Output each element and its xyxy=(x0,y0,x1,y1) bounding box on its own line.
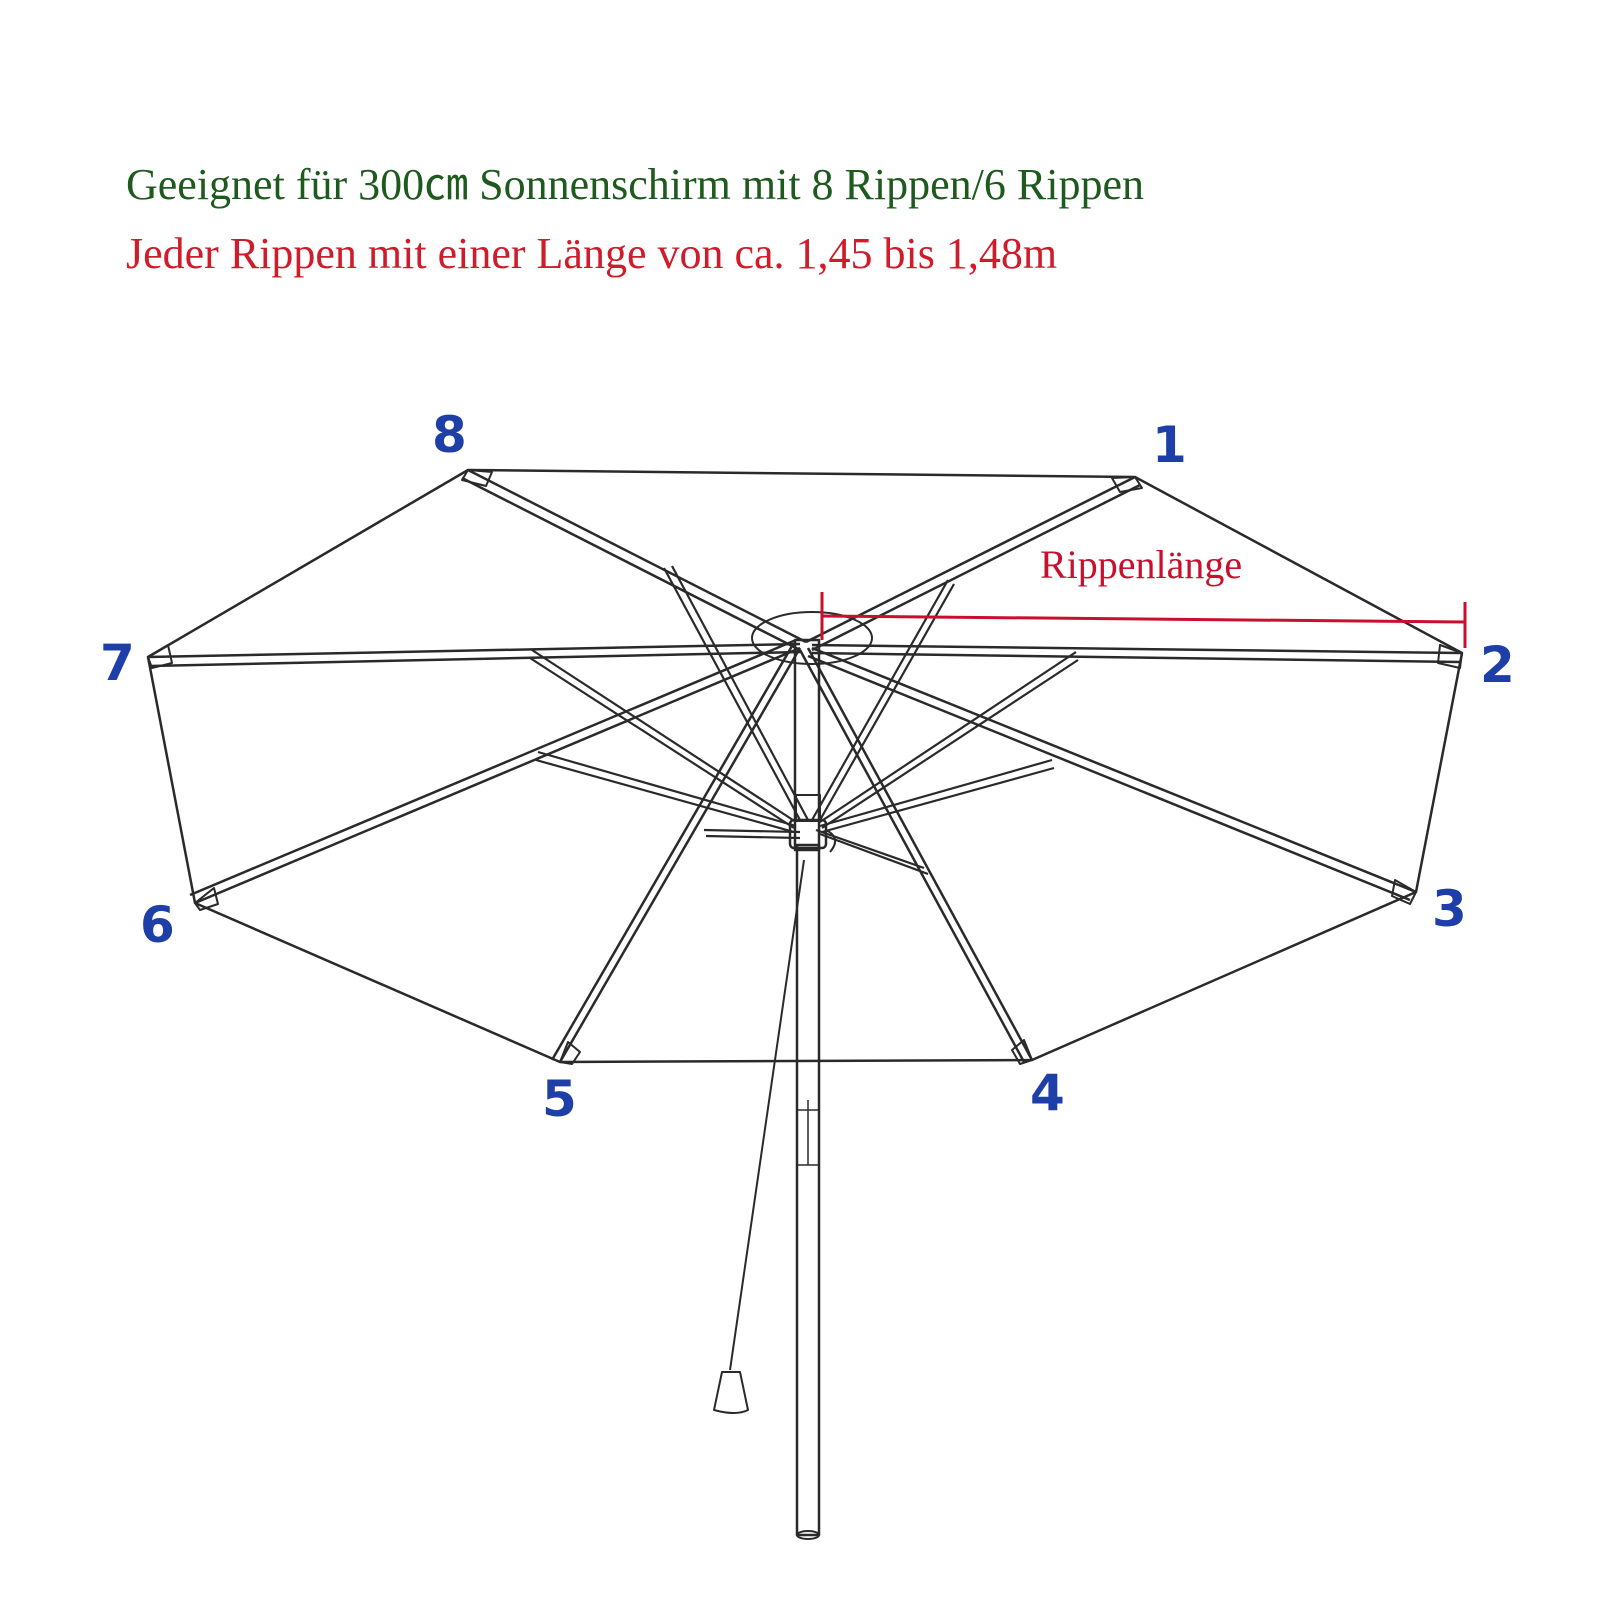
rib-number-3: 3 xyxy=(1432,880,1467,938)
rib-number-5: 5 xyxy=(542,1070,577,1128)
rib-number-2: 2 xyxy=(1480,636,1515,694)
rib-tip-caps xyxy=(147,469,1463,1065)
rib-number-1: 1 xyxy=(1152,416,1187,474)
rib-length-label: Rippenlänge xyxy=(1040,542,1242,587)
rib-number-7: 7 xyxy=(100,634,135,692)
crank-cord xyxy=(713,859,805,1414)
rib-numbers: 1 2 3 4 5 6 7 8 xyxy=(100,406,1515,1128)
umbrella-frame xyxy=(146,468,1464,1540)
stretchers xyxy=(529,565,1079,876)
canopy-outline xyxy=(146,468,1464,1064)
rib-length-measure xyxy=(820,592,1467,648)
title-line-compatibility: Geeignet für 300㎝ Sonnenschirm mit 8 Rip… xyxy=(126,160,1144,209)
umbrella-pole xyxy=(793,638,821,1540)
rib-number-4: 4 xyxy=(1030,1064,1065,1122)
measure-line xyxy=(821,614,1466,624)
rib-number-6: 6 xyxy=(140,896,175,954)
main-ribs xyxy=(147,468,1463,1063)
hub-cap xyxy=(751,611,873,665)
title-line-rib-length: Jeder Rippen mit einer Länge von ca. 1,4… xyxy=(126,229,1058,278)
rib-number-8: 8 xyxy=(432,406,467,464)
